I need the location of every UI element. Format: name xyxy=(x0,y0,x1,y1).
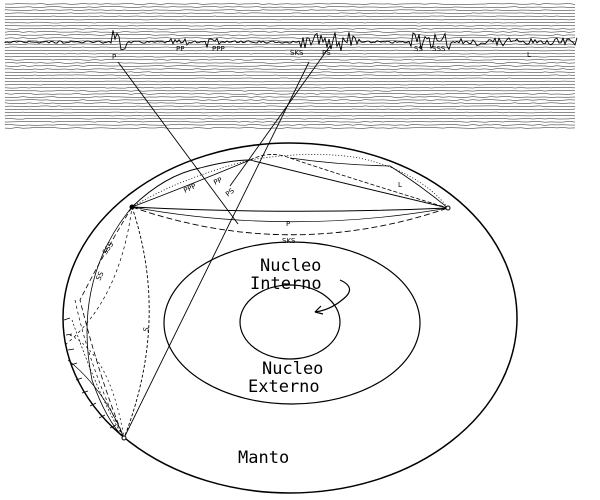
ray-label-ps: PS xyxy=(224,186,236,198)
seismogram-trace-line xyxy=(4,40,576,42)
ss-ray xyxy=(249,154,449,209)
seismogram-phase-label: P xyxy=(112,53,116,61)
seismogram-trace-line xyxy=(4,87,576,89)
seismogram-trace-line xyxy=(4,74,576,76)
seismogram-trace-line xyxy=(4,62,576,64)
seismogram-trace-line xyxy=(4,56,576,58)
seismogram-trace-line xyxy=(5,71,576,73)
ray-label-ppp: PPP xyxy=(182,182,197,195)
seismogram-phase-label: SS xyxy=(414,45,423,53)
seismic-ray-paths xyxy=(63,45,451,441)
seismogram-trace-line xyxy=(4,65,576,67)
seismogram-trace-line xyxy=(4,9,575,11)
seismogram-phase-label: L xyxy=(527,51,531,59)
left-edge-ray-d xyxy=(67,359,125,439)
left-edge-ray-c xyxy=(69,334,125,439)
ss-left-ray xyxy=(86,206,133,439)
seismogram-trace-line xyxy=(4,127,576,129)
seismogram-trace-line xyxy=(4,37,576,39)
left-station-marker xyxy=(121,435,127,441)
seismogram-phase-label: SKS xyxy=(290,49,304,57)
seismogram-trace-line xyxy=(4,124,576,126)
earth-cross-section xyxy=(62,142,518,494)
inner-core-label-line-1: Nucleo xyxy=(260,256,321,276)
seismogram-trace-line xyxy=(4,108,576,111)
seismogram-trace-line xyxy=(4,77,576,80)
ray-label-l: L xyxy=(398,181,402,189)
seismogram-trace-line xyxy=(4,6,576,8)
seismogram-trace-line xyxy=(4,15,575,18)
sks-arrival-leader-line xyxy=(123,61,310,439)
seismogram-trace-line xyxy=(4,18,576,21)
seismogram-trace-line xyxy=(4,3,576,5)
seismogram-trace-line xyxy=(4,114,576,117)
station-marker xyxy=(445,205,451,211)
seismogram-phase-label: SSS xyxy=(432,45,446,53)
s-ray xyxy=(123,206,150,439)
left-edge-ray-e xyxy=(64,206,133,346)
ray-label-sks: SKS xyxy=(282,237,296,245)
outer-core-boundary xyxy=(163,241,421,405)
seismogram-trace-line xyxy=(4,121,576,123)
seismogram-phase-label: PP xyxy=(176,45,184,53)
seismogram-active-trace xyxy=(4,30,578,52)
ray-label-p: P xyxy=(286,220,290,228)
p-ray xyxy=(131,206,449,212)
seismogram-trace-line xyxy=(4,80,575,83)
earth-surface-outline xyxy=(62,142,518,494)
p-deep-ray xyxy=(131,206,449,223)
seismogram-trace-line xyxy=(4,111,576,114)
seismogram-trace-line xyxy=(4,83,576,86)
ppp-ray xyxy=(131,159,251,208)
seismogram-trace-line xyxy=(4,43,576,45)
layer-labels: Nucleo Interno Nucleo Externo Manto xyxy=(238,256,323,468)
ray-label-pp: PP xyxy=(212,176,223,187)
mantle-label: Manto xyxy=(238,448,289,468)
p-arrival-leader-line xyxy=(117,61,239,225)
seismogram-trace-line xyxy=(4,21,576,24)
seismogram-trace-line xyxy=(4,46,576,49)
seismogram-trace-line xyxy=(4,68,576,70)
seismogram-trace-line xyxy=(4,28,576,30)
seismogram-phase-label: PPP xyxy=(212,45,225,53)
sss-left-ray xyxy=(79,206,133,439)
inner-core-boundary xyxy=(239,284,341,360)
seismogram-trace-line xyxy=(4,52,576,55)
seismogram-trace-line xyxy=(4,25,576,27)
pp-ray xyxy=(131,159,449,209)
sss-ray xyxy=(289,157,449,209)
seismogram-trace-line xyxy=(4,34,576,36)
seismogram-trace-line xyxy=(4,12,576,14)
outer-core-label-line-2: Externo xyxy=(248,377,320,397)
seismogram-trace-line xyxy=(4,118,576,120)
ray-label-ss: SS xyxy=(95,270,106,282)
ps-arrival-leader-line xyxy=(229,45,331,187)
inner-core-arrowhead xyxy=(314,305,324,315)
left-edge-ray-a xyxy=(74,299,125,439)
seismogram-trace-line xyxy=(4,31,576,33)
l-surface-wave xyxy=(131,154,449,209)
inner-core-pointer-arrow xyxy=(314,279,351,313)
seismogram-trace-line xyxy=(4,93,576,95)
seismogram-trace-line xyxy=(4,96,576,98)
seismogram-trace-line xyxy=(4,105,576,107)
epicenter-marker xyxy=(129,204,135,210)
seismogram-trace-line xyxy=(4,49,576,52)
inner-core-label-line-2: Interno xyxy=(250,274,322,294)
ray-label-sss: SSS xyxy=(101,240,116,256)
seismogram-trace-line xyxy=(4,102,576,104)
surface-tick-marks xyxy=(63,317,117,429)
seismogram-trace-line xyxy=(4,59,576,61)
outer-core-label-line-1: Nucleo xyxy=(262,359,323,379)
seismogram-trace-line xyxy=(4,90,576,92)
seismogram-phase-label: PS xyxy=(322,49,331,57)
ray-label-s: S xyxy=(142,326,151,332)
